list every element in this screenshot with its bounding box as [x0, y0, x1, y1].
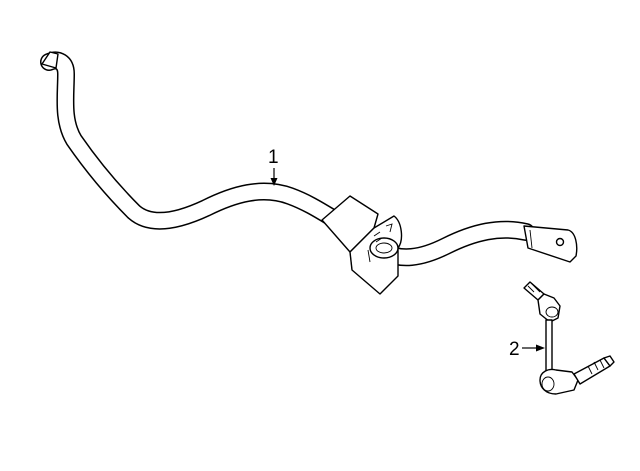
stabilizer-bar-right-core: [372, 222, 534, 265]
link-rod: [545, 319, 553, 373]
callout-1-arrowhead: [270, 178, 278, 186]
end-edge: [529, 229, 533, 249]
stabilizer-bar-left-end: [41, 51, 59, 69]
callout-2-arrowhead: [536, 344, 545, 352]
link-lower-stud: [573, 357, 611, 385]
end-hole: [555, 237, 565, 247]
stabilizer-bar-right-end: [523, 225, 578, 263]
stabilizer-bar-tube-core: [41, 53, 354, 234]
stabilizer-link: 2: [509, 281, 615, 395]
callout-2-label: 2: [509, 339, 520, 360]
bushing-bracket: [321, 195, 403, 295]
callout-1-label: 1: [268, 147, 279, 168]
stabilizer-bar: 1: [40, 51, 578, 295]
